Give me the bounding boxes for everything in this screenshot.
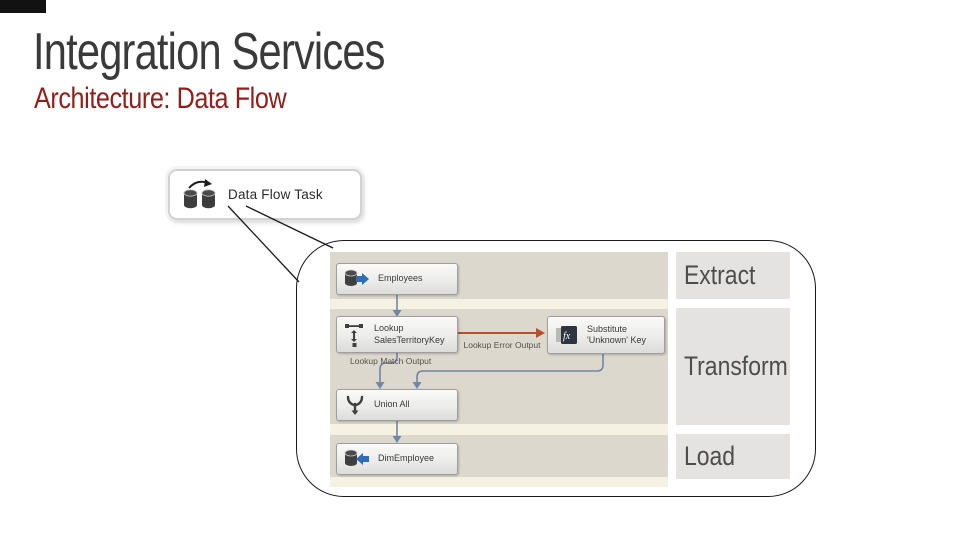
node-label-line2: 'Unknown' Key — [587, 335, 646, 345]
node-label: Employees — [378, 273, 423, 284]
stage-label-load: Load — [684, 441, 736, 471]
node-lookup: Lookup SalesTerritoryKey — [336, 316, 458, 353]
edge-label-match-output: Lookup Match Output — [350, 356, 432, 366]
row-separator — [330, 299, 668, 309]
node-union-all: Union All — [336, 389, 458, 421]
node-label: Union All — [374, 399, 410, 410]
corner-mark — [0, 0, 46, 13]
node-label: Lookup — [374, 323, 404, 334]
source-database-icon — [344, 269, 369, 286]
union-all-merge-icon — [346, 395, 364, 415]
row-separator — [330, 477, 668, 487]
node-substitute: fx Substitute 'Unknown' Key — [547, 316, 665, 354]
edge-label-error-output: Lookup Error Output — [463, 340, 541, 350]
node-label: DimEmployee — [378, 453, 435, 464]
slide-subtitle: Architecture: Data Flow — [34, 82, 287, 115]
stage-band-transform: Transform — [676, 308, 790, 425]
destination-database-icon — [344, 449, 369, 466]
derived-column-fx-icon: fx — [556, 326, 577, 344]
node-dimemployee: DimEmployee — [336, 443, 458, 475]
node-label: Substitute — [587, 323, 628, 334]
stage-band-extract: Extract — [676, 252, 790, 299]
slide-title: Integration Services — [33, 23, 385, 81]
data-flow-task-label: Data Flow Task — [228, 187, 323, 202]
row-separator — [330, 424, 668, 435]
stage-label-transform: Transform — [684, 351, 788, 381]
data-flow-task-icon — [183, 178, 216, 208]
node-employees: Employees — [336, 263, 458, 295]
stage-band-load: Load — [676, 434, 790, 479]
data-flow-task-box: Data Flow Task — [168, 169, 362, 220]
stage-label-extract: Extract — [684, 260, 756, 290]
lookup-icon — [345, 323, 363, 347]
svg-text:fx: fx — [563, 331, 571, 342]
node-label-line2: SalesTerritoryKey — [374, 334, 445, 345]
